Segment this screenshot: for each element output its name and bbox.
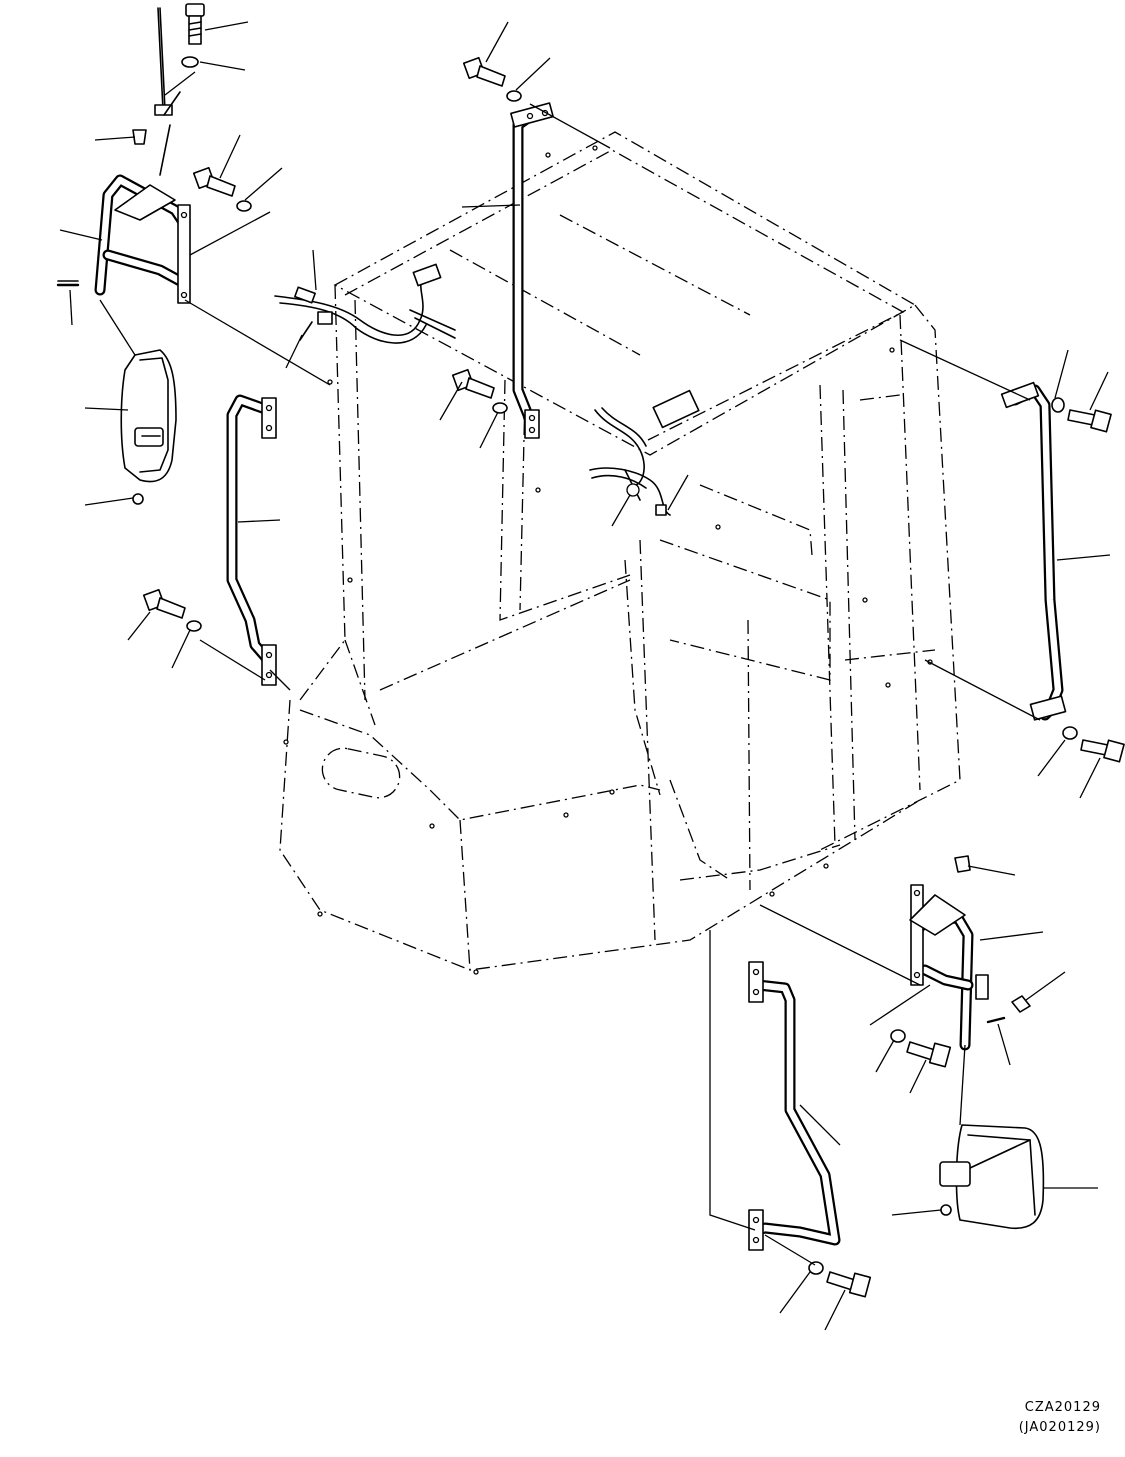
cab-frame	[279, 131, 961, 975]
washer-stay-right	[890, 1029, 906, 1043]
nut-mirror-right	[940, 1204, 952, 1216]
drawing-reference: (JA020129)	[1018, 1420, 1101, 1435]
wire-harness-upper	[274, 263, 456, 344]
bolt-stay-right	[1011, 995, 1031, 1013]
handrail-lower	[748, 961, 841, 1251]
pin-right	[986, 1016, 1006, 1024]
bolt-top-centre	[462, 56, 506, 87]
bolt-top-left	[185, 3, 205, 45]
bolt-left-lower	[142, 588, 186, 619]
washer-left-lower	[186, 620, 202, 632]
handrail-right	[1000, 381, 1067, 721]
washer-stay-left	[236, 200, 252, 212]
leader-lines	[59, 21, 1111, 1331]
washer-centre	[492, 402, 508, 414]
handrail-top	[510, 102, 554, 439]
washer-top-left	[181, 56, 199, 68]
washer-right-lower	[1062, 726, 1078, 740]
bolt-centre	[451, 368, 495, 399]
bolt-stay-right-lower	[906, 1041, 952, 1068]
drawing-code: CZA20129	[1024, 1400, 1101, 1415]
wire-harness-middle	[589, 389, 700, 516]
bolt-lower	[826, 1271, 872, 1298]
mirror-right	[939, 1124, 1045, 1230]
bolt-right-upper	[1067, 409, 1112, 433]
mirror-stay-left	[94, 7, 191, 304]
bolt-right-lower	[1080, 739, 1125, 763]
washer-right-upper	[1051, 397, 1065, 413]
mirror-stay-right	[909, 884, 989, 1051]
handrail-left	[226, 394, 277, 686]
bolt-stay-left	[192, 166, 236, 197]
mirror-left	[120, 349, 177, 483]
cap-left	[132, 129, 147, 145]
washer-lower	[808, 1261, 824, 1275]
nut-mirror-left	[132, 493, 144, 505]
pin-left	[56, 280, 80, 287]
washer-top-centre	[506, 90, 522, 102]
cap-right	[954, 855, 971, 873]
